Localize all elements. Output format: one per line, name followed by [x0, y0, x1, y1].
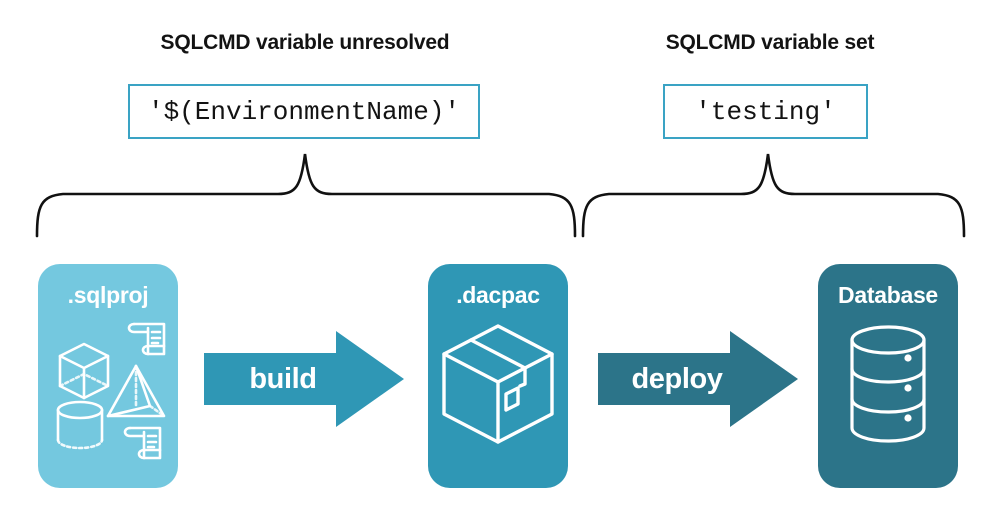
section-title-right: SQLCMD variable set [665, 31, 875, 54]
arrow-deploy: deploy [598, 331, 798, 427]
brace-left-icon [35, 153, 577, 238]
arrow-build-shape [204, 331, 404, 427]
card-dacpac-art [442, 324, 554, 444]
card-sqlproj-label: .sqlproj [67, 282, 149, 308]
section-title-left: SQLCMD variable unresolved [160, 31, 450, 54]
card-database-label: Database [838, 282, 938, 308]
card-database: Database [818, 264, 958, 488]
card-sqlproj-art [56, 322, 166, 460]
cube-icon [58, 342, 110, 400]
script-scroll-icon [123, 426, 162, 460]
script-scroll-icon [127, 322, 166, 356]
card-sqlproj: .sqlproj [38, 264, 178, 488]
cylinder-icon [56, 400, 104, 450]
arrow-deploy-shape [598, 331, 798, 427]
arrow-build: build [204, 331, 404, 427]
sqlcmd-variable-unresolved-box: '$(EnvironmentName)' [128, 84, 480, 139]
card-dacpac-label: .dacpac [456, 282, 540, 308]
card-dacpac: .dacpac [428, 264, 568, 488]
package-box-icon [442, 324, 554, 444]
card-database-art [850, 325, 926, 443]
brace-right-icon [581, 153, 966, 238]
pyramid-icon [106, 364, 166, 418]
sqlcmd-variable-set-box: 'testing' [663, 84, 868, 139]
database-cylinder-icon [850, 325, 926, 443]
